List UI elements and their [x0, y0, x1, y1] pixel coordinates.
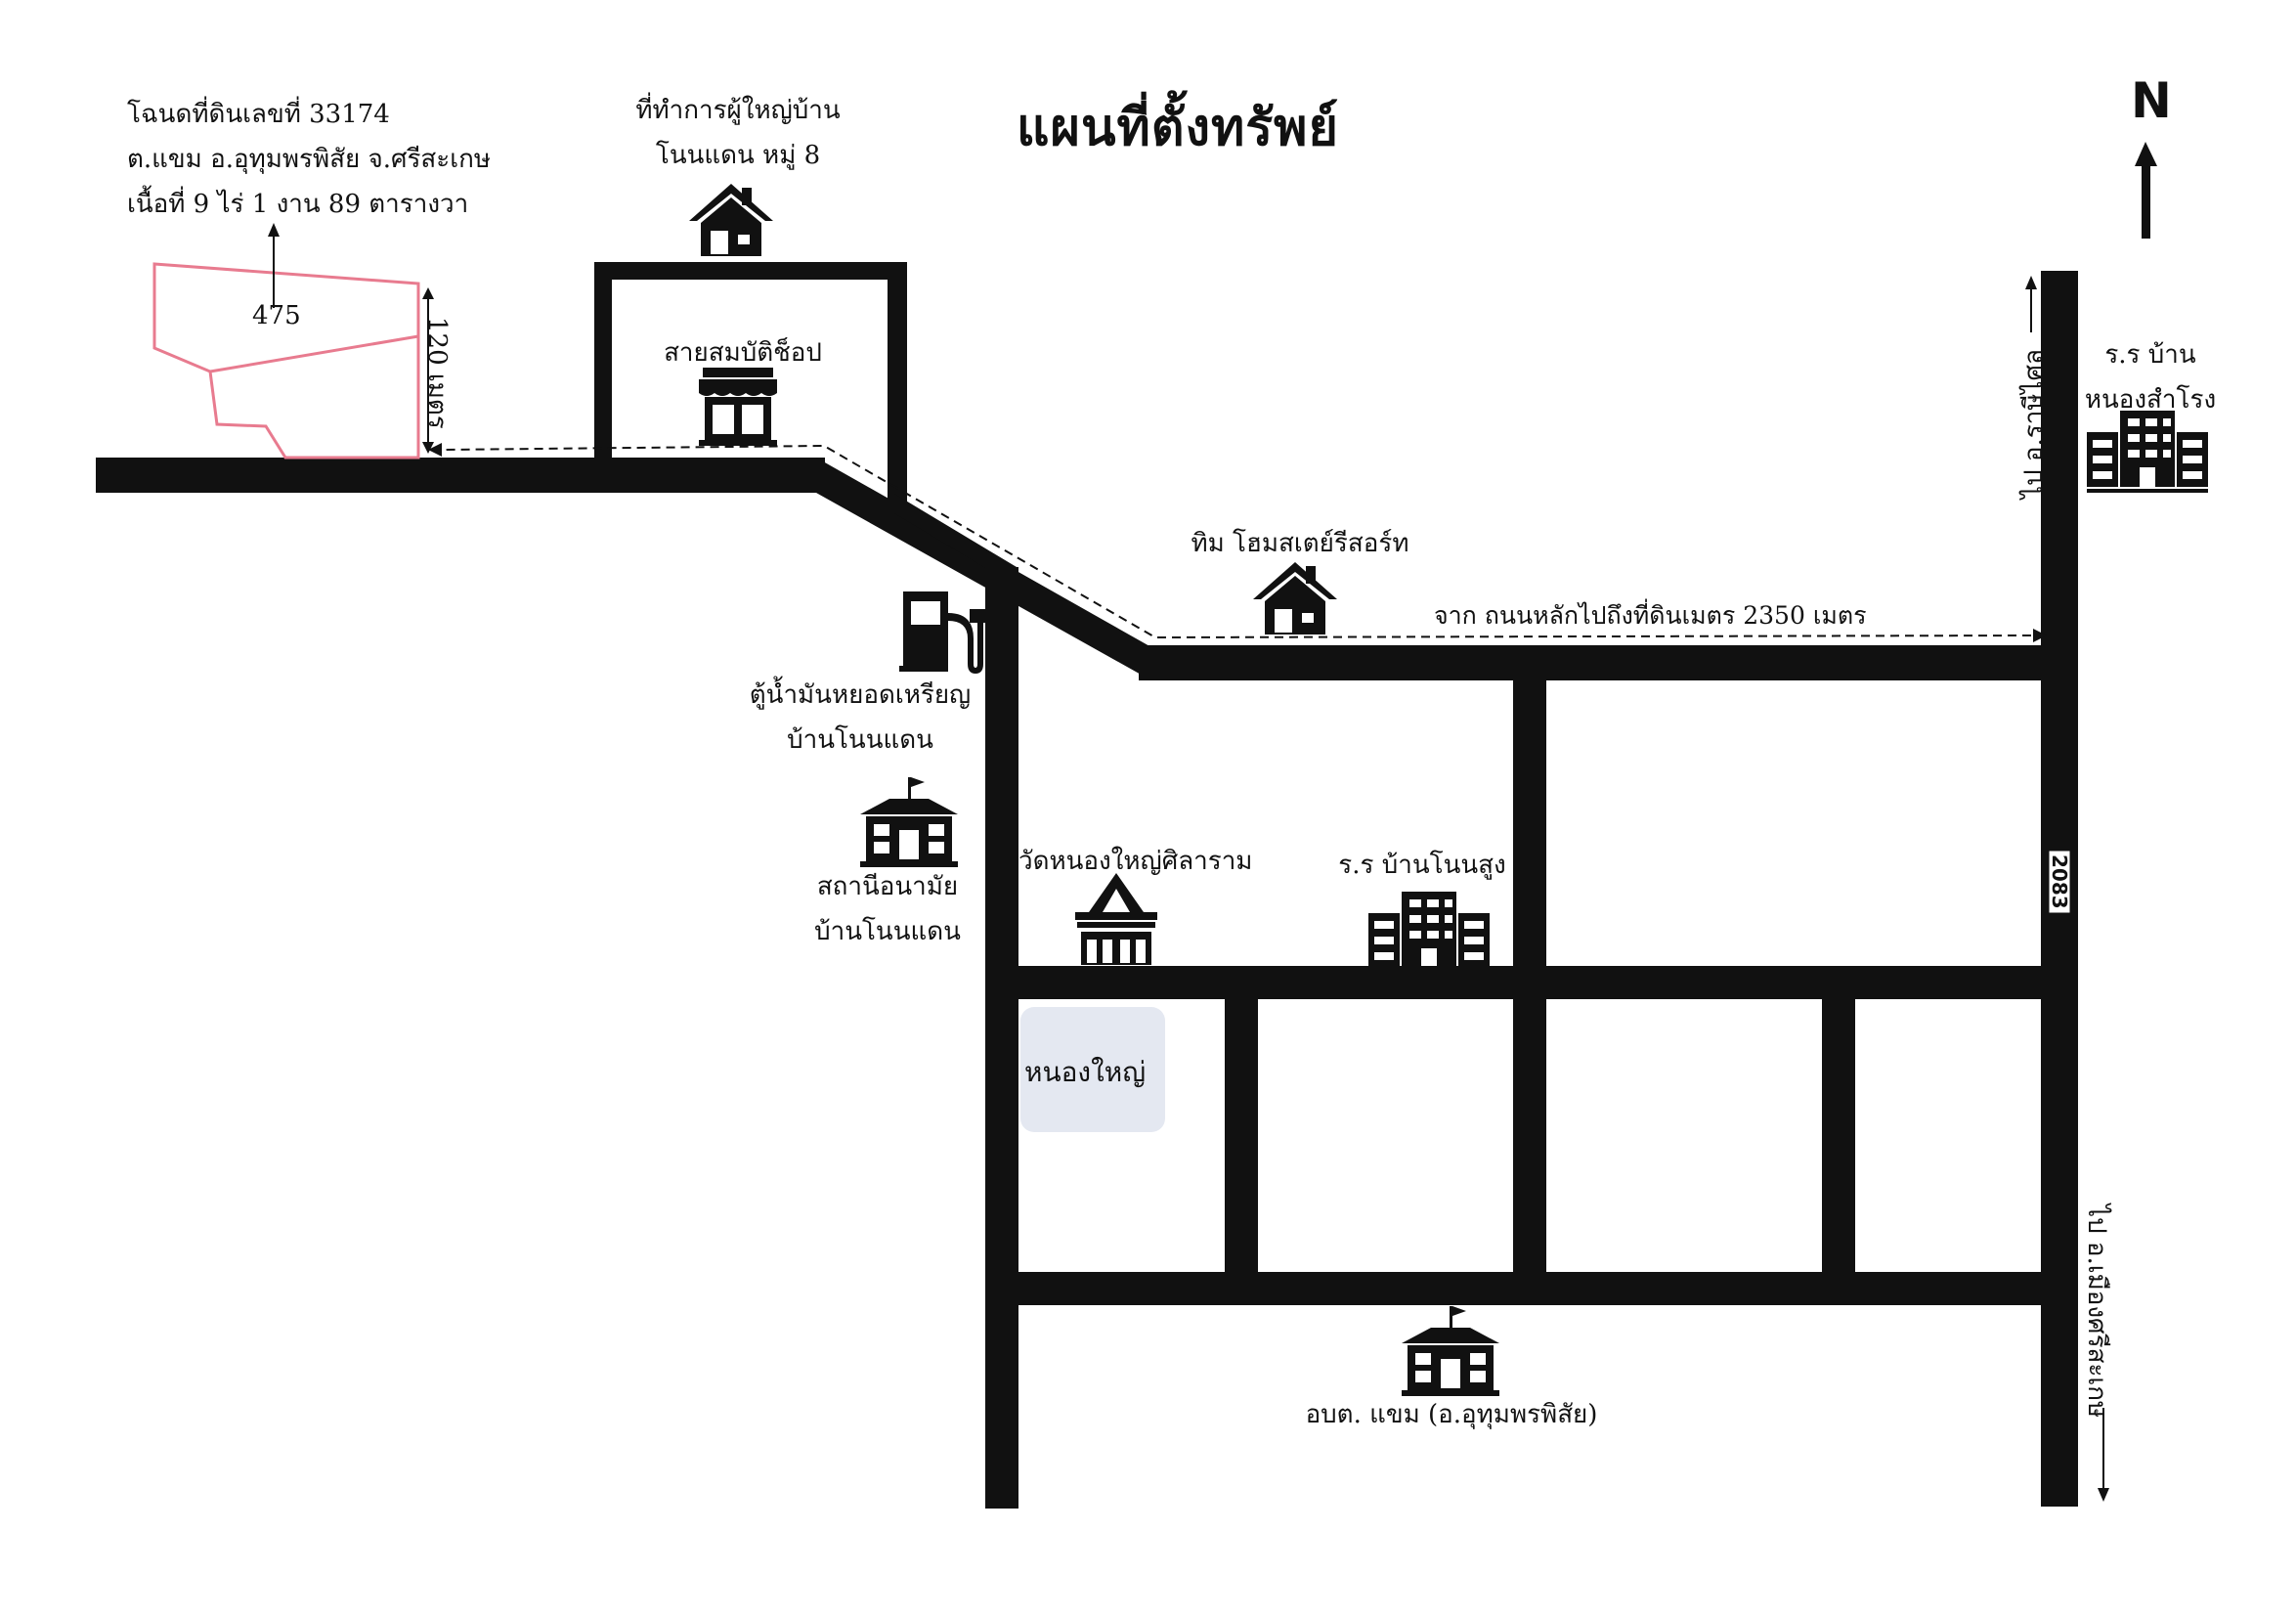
fuel-station-label-1: ตู้น้ำมันหยอดเหรียญ [749, 680, 972, 710]
health-station-label-1: สถานีอนามัย [816, 872, 959, 901]
house-icon [689, 184, 773, 256]
deed-location: ต.แขม อ.อุทุมพรพิสัย จ.ศรีสะเกษ [127, 145, 492, 174]
school-nonsung-label: ร.ร บ้านโนนสูง [1338, 851, 1506, 880]
depth-arrow-top [422, 287, 434, 299]
fuel-pump-icon [899, 591, 987, 674]
road-east-segment [1139, 645, 2046, 680]
arrow-head-to-rasi-salai [2025, 276, 2037, 289]
road-network [96, 262, 2078, 1509]
road-village-west [985, 567, 1018, 1509]
pond-nong-yai [1020, 1007, 1165, 1132]
route-arrowhead-west [428, 443, 442, 457]
sao-label: อบต. แขม (อ.อุทุมพรพิสัย) [1305, 1400, 1598, 1429]
depth-arrow-bottom [422, 442, 434, 454]
direction-mueang-sisaket: ไป อ.เมืองศรีสะเกษ [2082, 1204, 2111, 1419]
route-distance-label: จาก ถนนหลักไปถึงที่ดินเมตร 2350 เมตร [1434, 601, 1867, 630]
road-village-col3 [1822, 999, 1855, 1276]
headman-office-label-2: โนนแดน หมู่ 8 [655, 141, 821, 170]
route-arrowhead-east [2033, 629, 2047, 642]
headman-office-label-1: ที่ทำการผู้ใหญ่บ้าน [635, 96, 841, 125]
road-shop-loop-top [594, 262, 907, 280]
parcel-number: 475 [252, 301, 301, 330]
pond-label: หนองใหญ่ [1024, 1056, 1147, 1088]
health-station-label-2: บ้านโนนแดน [814, 917, 961, 946]
road-number-box [2048, 850, 2071, 914]
temple-icon [1075, 873, 1157, 965]
road-village-col2 [1513, 678, 1546, 1276]
arrow-head-to-mueang [2098, 1488, 2109, 1502]
map-title: แผนที่ตั้งทรัพย์ [1017, 99, 1339, 157]
temple-label: วัดหนองใหญ่ศิลาราม [1018, 847, 1253, 876]
deed-number: โฉนดที่ดินเลขที่ 33174 [127, 100, 390, 129]
road-village-row2 [985, 1272, 2046, 1305]
land-parcel-outline [152, 262, 420, 459]
school-nongsamrong-label-2: หนองสำโรง [2084, 385, 2217, 415]
parcel-depth-label: 120 เมตร [422, 317, 452, 429]
government-building-icon [1402, 1306, 1499, 1396]
deed-area: เนื้อที่ 9 ไร่ 1 งาน 89 ตารางวา [127, 190, 469, 219]
school-building-icon [2087, 411, 2208, 493]
road-west-segment [96, 458, 825, 493]
road-diagonal [816, 458, 1151, 680]
shop-icon [699, 368, 777, 446]
school-building-icon [1368, 892, 1490, 974]
school-nongsamrong-label-1: ร.ร บ้าน [2104, 340, 2196, 370]
road-branch-diag [894, 494, 1017, 587]
road-shop-loop-right [888, 262, 907, 506]
parcel-pointer-arrowhead [268, 223, 280, 237]
direction-rasi-salai: ไป อ.ราษีไศล [2019, 349, 2049, 499]
shop-label: สายสมบัติช็อป [664, 338, 822, 368]
road-number-label: 2083 [2048, 854, 2071, 909]
government-building-icon [860, 777, 958, 867]
house-icon [1253, 562, 1337, 634]
road-village-col1 [1225, 999, 1258, 1276]
fuel-station-label-2: บ้านโนนแดน [787, 725, 933, 755]
homestay-label: ทิม โฮมสเตย์รีสอร์ท [1191, 529, 1409, 558]
road-shop-loop-left [594, 262, 612, 467]
north-arrow-icon [2135, 142, 2157, 239]
north-label: N [2131, 72, 2172, 129]
